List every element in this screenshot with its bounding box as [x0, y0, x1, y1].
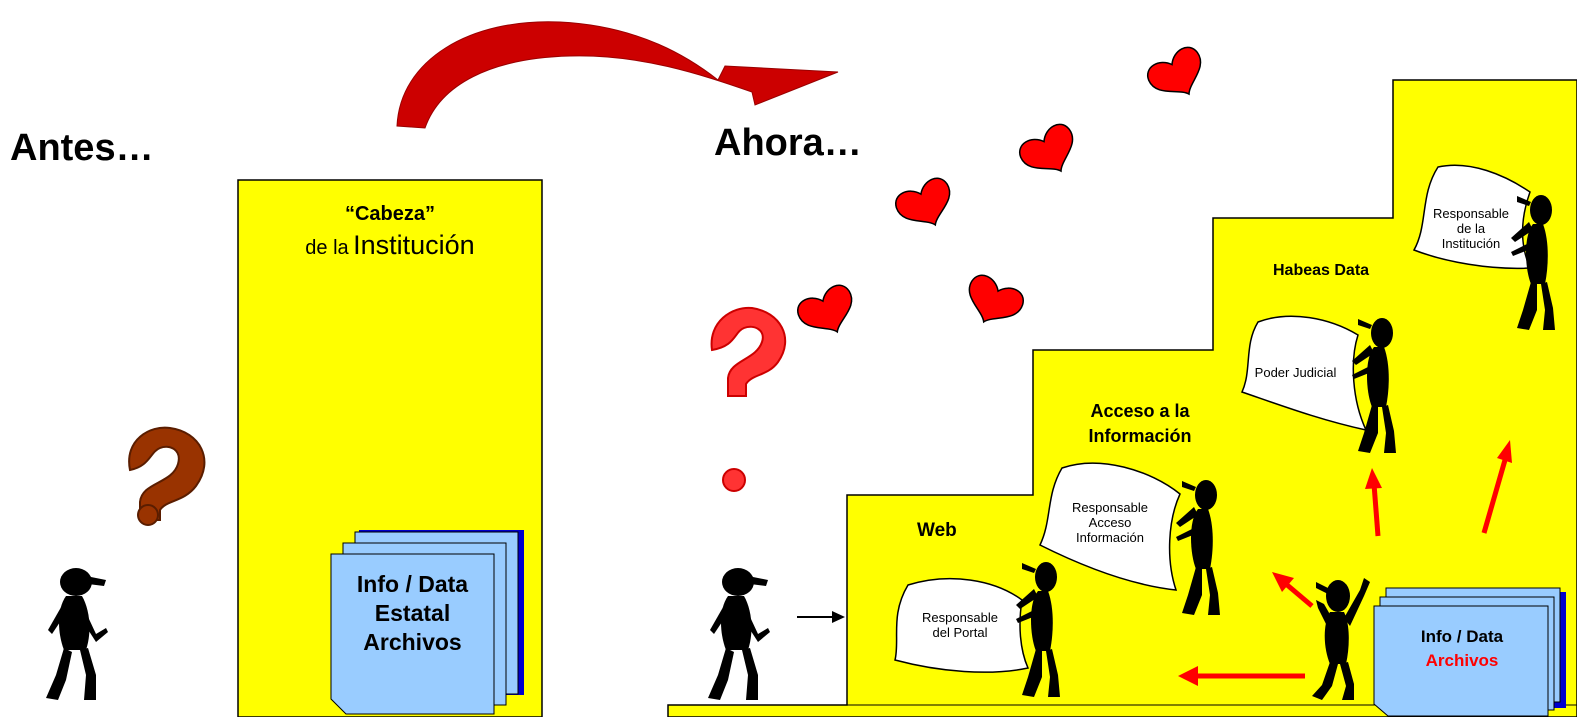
paper-sheet-icon [894, 577, 1030, 673]
before-stack-label: Info / Data Estatal Archivos [331, 570, 494, 657]
heart-icon [890, 173, 962, 238]
person-icon [1312, 578, 1370, 700]
note-line: Responsable [922, 610, 998, 625]
paper-sheet-icon [1039, 462, 1181, 591]
note-line: Institución [1441, 236, 1501, 251]
note-institucion: Responsable de la Institución [1420, 206, 1522, 251]
note-line: Responsable [1433, 206, 1509, 221]
institution-head-bold: “Cabeza” [344, 203, 436, 225]
question-mark-icon [710, 306, 787, 492]
stack-line: Info / Data [1420, 627, 1504, 646]
step-label-habeas: Habeas Data [1273, 262, 1370, 279]
note-judicial: Poder Judicial [1243, 365, 1348, 380]
step-label-acceso: Acceso a la Información [1060, 399, 1220, 449]
note-line: Información [1076, 530, 1144, 545]
step-label-line: Información [1088, 426, 1192, 446]
red-arrow-icon [1481, 440, 1512, 534]
stack-line: Archivos [363, 629, 462, 655]
note-line: Poder Judicial [1254, 365, 1337, 380]
step-label-line: Acceso a la [1090, 401, 1190, 421]
note-portal: Responsable del Portal [900, 610, 1020, 640]
after-title: Ahora… [714, 122, 862, 164]
stack-line: Estatal [374, 600, 451, 626]
person-icon [708, 568, 770, 700]
note-acceso: Responsable Acceso Información [1050, 500, 1170, 545]
institution-head-small: de la [305, 237, 349, 259]
black-arrow-icon [797, 611, 845, 623]
after-stack-label: Info / Data Archivos [1378, 625, 1546, 673]
red-arrow-icon [1178, 666, 1305, 686]
before-title: Antes… [10, 127, 154, 169]
document-stack-icon [1373, 587, 1566, 717]
person-icon [46, 568, 108, 700]
question-mark-icon [128, 426, 206, 526]
note-line: de la [1456, 221, 1486, 236]
red-arrow-icon [1272, 572, 1314, 608]
stack-line: Info / Data [356, 571, 469, 597]
document-stack-icon [330, 530, 524, 715]
heart-icon [957, 270, 1029, 335]
heart-icon [1014, 119, 1087, 186]
red-arrow-icon [1365, 468, 1382, 537]
curved-arrow-icon [396, 21, 839, 129]
institution-head-large: Institución [353, 230, 475, 260]
note-line: del Portal [932, 625, 988, 640]
heart-icon [1142, 42, 1215, 109]
stack-line-accent: Archivos [1425, 651, 1499, 670]
step-label-web: Web [917, 520, 957, 541]
institution-head: “Cabeza” de la Institución [238, 203, 542, 261]
note-line: Acceso [1088, 515, 1132, 530]
note-line: Responsable [1072, 500, 1148, 515]
heart-icon [792, 280, 864, 345]
